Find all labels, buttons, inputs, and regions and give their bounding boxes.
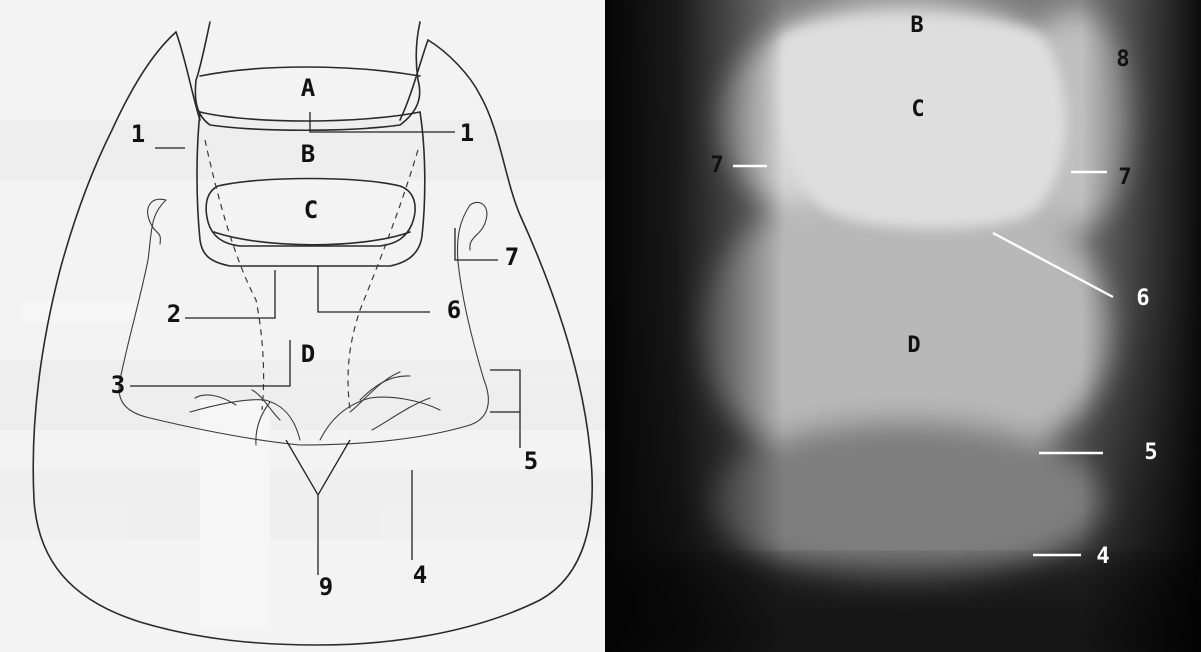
xray-label-7-left: 7	[710, 153, 723, 178]
label-2: 2	[167, 300, 181, 328]
label-a: A	[301, 74, 316, 102]
radiograph-vignette	[605, 0, 1201, 652]
xray-label-7-right: 7	[1118, 165, 1131, 190]
xray-label-5: 5	[1144, 440, 1157, 465]
radiograph-panel: B C D 8 7 7 6 5 4	[605, 0, 1201, 652]
xray-label-c: C	[911, 97, 924, 122]
radiograph: B C D 8 7 7 6 5 4	[605, 0, 1201, 652]
xray-label-d: D	[907, 333, 920, 358]
label-6: 6	[447, 296, 461, 324]
xray-label-8: 8	[1116, 47, 1129, 72]
radiograph-bottom-shade	[605, 560, 1201, 652]
label-9: 9	[319, 573, 333, 601]
label-1-left: 1	[131, 120, 145, 148]
label-d: D	[301, 340, 315, 368]
label-7: 7	[505, 243, 519, 271]
hoof-diagram: A B C D 1 1 7 2 6 3 5 4 9	[0, 0, 605, 652]
xray-label-b: B	[910, 13, 923, 38]
xray-label-6: 6	[1136, 286, 1149, 311]
label-3: 3	[111, 371, 125, 399]
label-5: 5	[524, 447, 538, 475]
label-b: B	[301, 140, 315, 168]
label-c: C	[304, 196, 318, 224]
label-1-right: 1	[460, 119, 474, 147]
hoof-diagram-panel: A B C D 1 1 7 2 6 3 5 4 9	[0, 0, 605, 652]
label-4: 4	[413, 561, 427, 589]
xray-label-4: 4	[1096, 544, 1109, 569]
